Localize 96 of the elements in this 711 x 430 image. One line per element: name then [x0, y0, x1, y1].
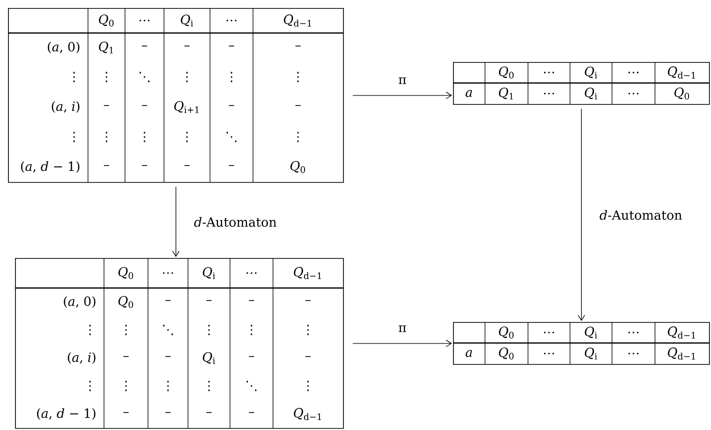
cell-text: Q$_{1}$ [498, 88, 513, 100]
cell-text: … [544, 352, 554, 354]
cell-text: ⋮ [307, 324, 309, 336]
cell-text: – [295, 105, 301, 106]
arrow [578, 108, 586, 321]
cell-text: (a, 0) [48, 42, 80, 54]
arrow [352, 92, 452, 100]
cell-text: a [466, 90, 472, 97]
cell-text: Q$_{0}$ [118, 267, 134, 279]
cell-text: Q$_{d−1}$ [284, 14, 311, 27]
cell-text: Q$_{d−1}$ [668, 326, 695, 339]
cell-text: … [544, 332, 554, 334]
cell-text: ⋱ [246, 380, 256, 392]
cell-text: … [139, 20, 150, 22]
cell-text: … [226, 20, 237, 22]
cell-text: Q$_{d−1}$ [668, 66, 695, 79]
cell-text: … [628, 92, 639, 94]
cell-text: (a, d − 1) [21, 161, 80, 173]
cell-text: Q$_{0}$ [118, 296, 134, 308]
cell-text: – [165, 412, 171, 413]
cell-text: ⋮ [73, 132, 75, 142]
cell-text: ⋱ [140, 72, 150, 82]
cell-text: ⋮ [89, 380, 91, 392]
edge-label: π [398, 325, 406, 332]
cell-text: Q$_{0}$ [498, 66, 514, 78]
cell-text: – [248, 300, 254, 301]
cell-text: ⋱ [226, 132, 236, 142]
cell-text: Q$_{i}$ [202, 267, 216, 279]
cell-text: ⋮ [307, 380, 309, 392]
cell-text: ⋮ [106, 72, 108, 82]
cell-text: Q$_{0}$ [674, 88, 690, 100]
cell-text: Q$_{0}$ [498, 348, 514, 360]
cell-text: – [305, 300, 311, 301]
cell-text: ⋮ [230, 72, 232, 82]
cell-text: – [104, 105, 110, 106]
cell-text: – [206, 300, 212, 301]
cell-text: Q$_{1}$ [98, 42, 113, 54]
cell-text: – [104, 165, 110, 166]
cell-text: Q$_{i}$ [584, 66, 598, 78]
cell-text: ⋮ [167, 380, 169, 392]
cell-text: Q$_{0}$ [290, 161, 306, 173]
cell-text: Q$_{i}$ [584, 88, 598, 100]
edge-label: π [398, 77, 406, 84]
cell-text: – [165, 300, 171, 301]
cell-text: Q$_{i}$ [584, 348, 598, 360]
cell-text: ⋮ [208, 380, 210, 392]
cell-text: – [228, 105, 234, 106]
cell-text: (a, i) [68, 352, 96, 364]
cell-text: … [246, 272, 257, 274]
cell-text: … [628, 352, 639, 354]
cell-text: – [184, 165, 190, 166]
cell-text: – [248, 356, 254, 357]
edge-label: d-Automaton [600, 210, 682, 220]
cell-text: – [305, 356, 311, 357]
cell-text: Q$_{i}$ [180, 14, 194, 26]
cell-text: ⋮ [208, 324, 210, 336]
cell-text: ⋮ [297, 132, 299, 142]
edge-label: d-Automaton [194, 217, 276, 227]
cell-text: (a, d − 1) [37, 408, 96, 420]
cell-text: ⋮ [250, 324, 252, 336]
cell-text: ⋮ [297, 72, 299, 82]
cell-text: – [142, 105, 148, 106]
cell-text: (a, 0) [64, 296, 96, 308]
cell-text: – [123, 356, 129, 357]
cell-text: ⋮ [73, 72, 75, 82]
cell-text: – [228, 165, 234, 166]
cell-text: … [544, 92, 554, 94]
cell-text: – [123, 412, 129, 413]
cell-text: Q$_{i+1}$ [174, 101, 199, 113]
cell-text: Q$_{i}$ [202, 352, 216, 364]
cell-text: Q$_{d−1}$ [294, 266, 321, 280]
cell-text: – [165, 356, 171, 357]
cell-text: – [142, 165, 148, 166]
cell-text: ⋮ [186, 72, 188, 82]
cell-text: – [248, 412, 254, 413]
cell-text: ⋮ [89, 324, 91, 336]
cell-text: … [628, 332, 639, 334]
cell-text: Q$_{d−1}$ [294, 408, 321, 420]
cell-text: (a, i) [52, 101, 80, 113]
cell-text: Q$_{0}$ [498, 326, 514, 338]
cell-text: Q$_{i}$ [584, 326, 598, 338]
cell-text: ⋮ [186, 132, 188, 142]
cell-text: … [628, 72, 639, 74]
arrow [352, 340, 452, 348]
cell-text: … [544, 72, 554, 74]
cell-text: a [466, 350, 472, 357]
arrow [172, 186, 180, 257]
cell-text: ⋮ [106, 132, 108, 142]
cell-text: ⋮ [144, 132, 146, 142]
cell-text: Q$_{d−1}$ [668, 347, 695, 360]
cell-text: ⋮ [125, 324, 127, 336]
cell-text: … [162, 272, 174, 274]
cell-text: Q$_{0}$ [98, 14, 114, 26]
cell-text: ⋮ [125, 380, 127, 392]
cell-text: – [206, 412, 212, 413]
cell-text: ⋱ [163, 324, 173, 336]
